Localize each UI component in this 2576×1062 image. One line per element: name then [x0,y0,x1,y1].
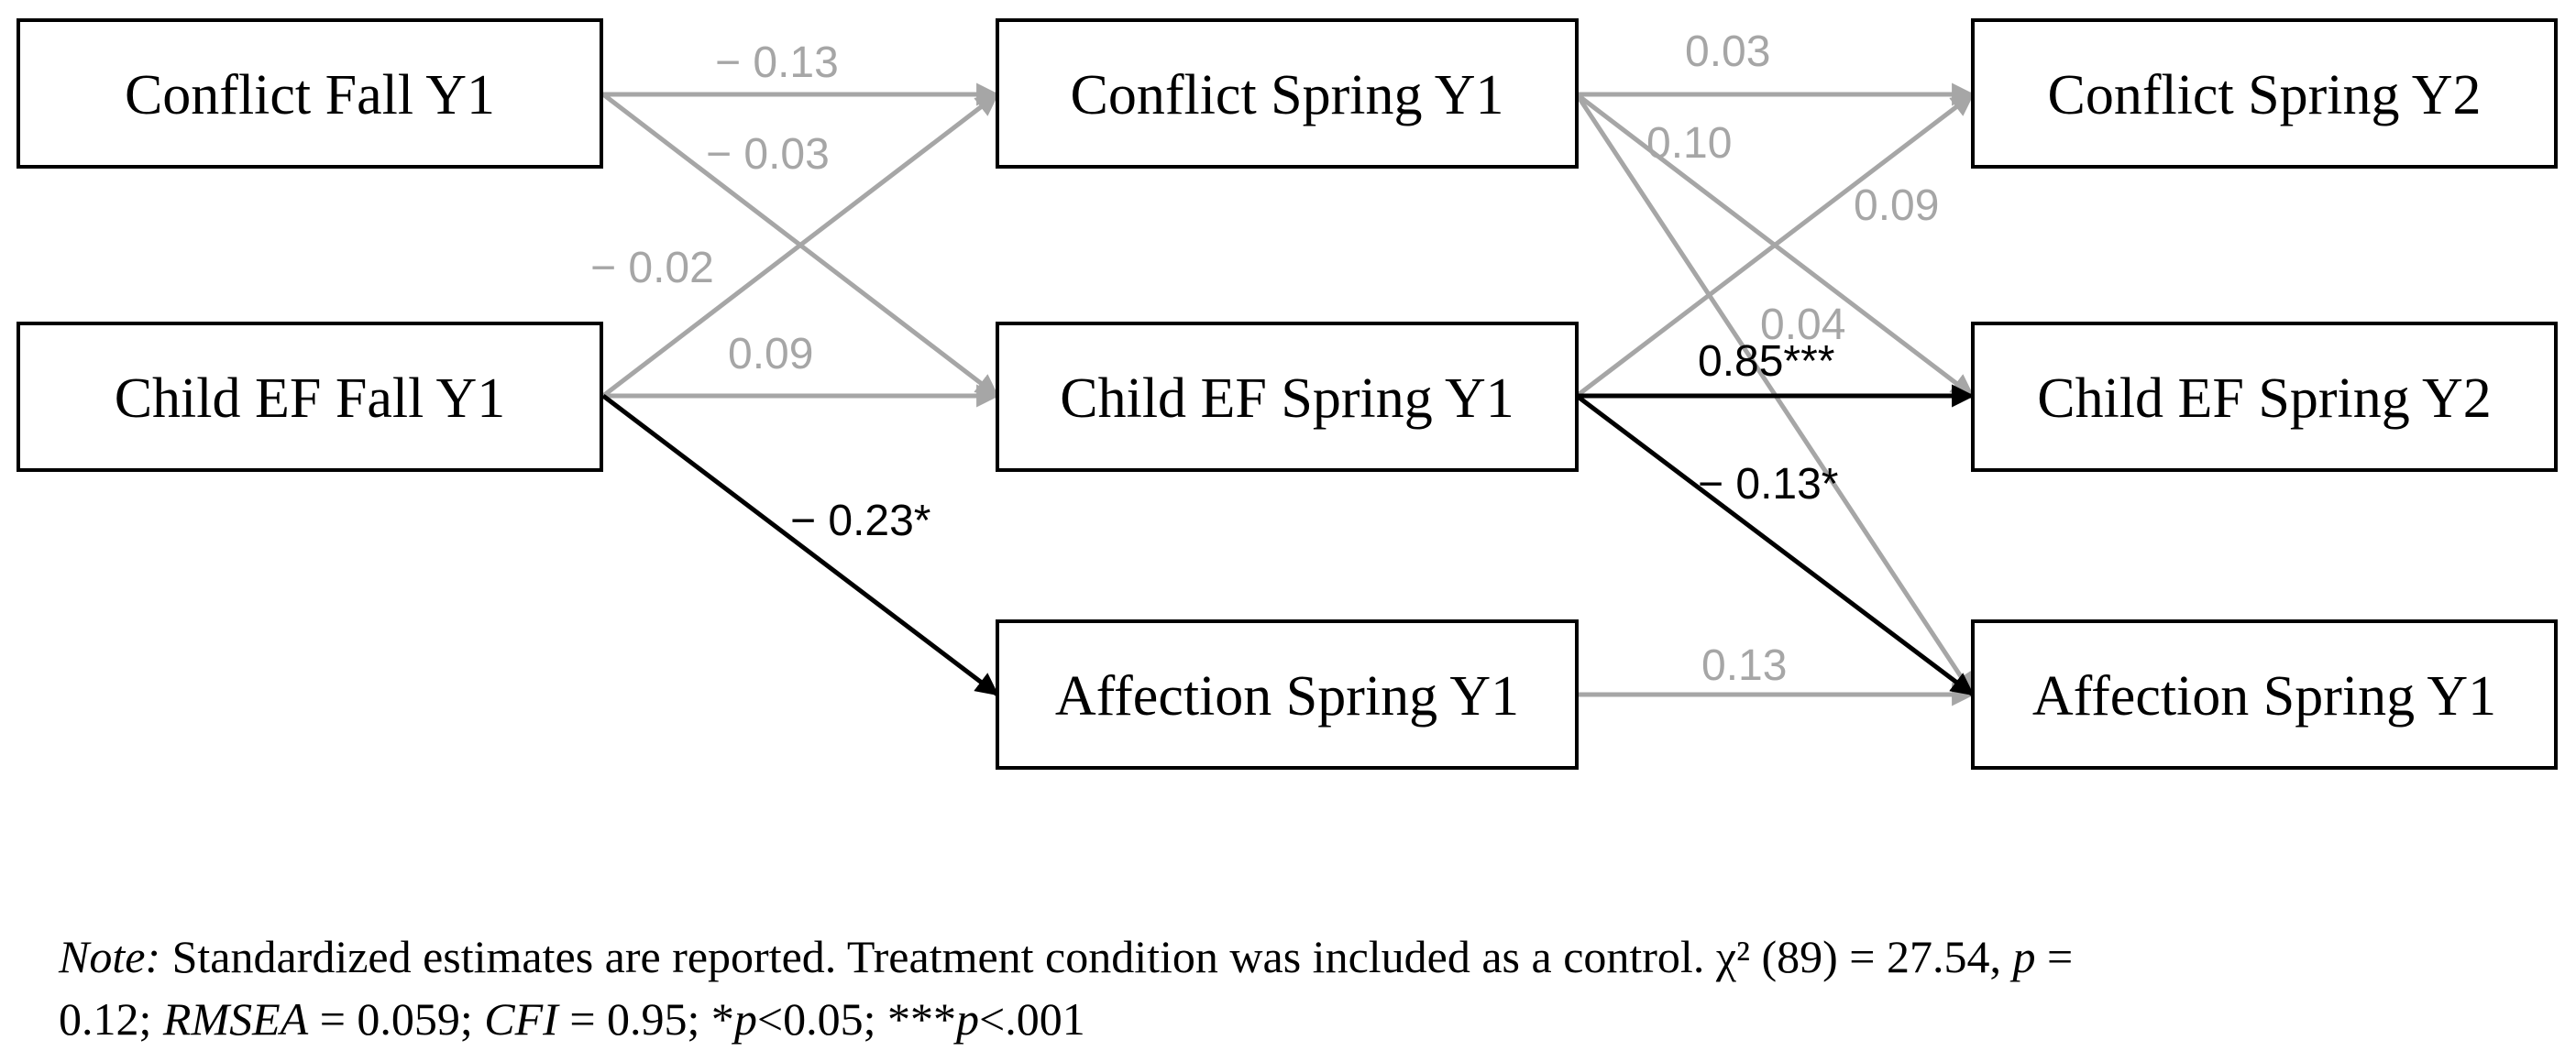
node-child-ef-spring-y1: Child EF Spring Y1 [996,322,1579,472]
note-text-2d: <0.05; *** [756,993,957,1045]
node-label: Child EF Spring Y1 [1060,367,1514,430]
node-label: Child EF Spring Y2 [2037,367,2492,430]
coef-conflict-spring-to-child-ef-spring-y2: 0.10 [1646,119,1732,168]
coef-child-ef-spring-to-conflict-spring-y2: 0.09 [1854,181,1939,230]
node-label: Conflict Spring Y2 [2047,64,2481,126]
edge-child-ef-fall-to-affection-spring-y1 [601,394,999,696]
note-cfi: CFI [484,993,558,1045]
node-label: Conflict Fall Y1 [125,64,495,126]
figure-note: Note: Standardized estimates are reporte… [59,925,2515,1050]
node-label: Child EF Fall Y1 [115,367,506,430]
note-text-2e: <.001 [979,993,1085,1045]
coef-conflict-fall-to-child-ef-spring: − 0.03 [706,130,830,179]
path-diagram: Conflict Fall Y1 Child EF Fall Y1 Confli… [17,18,2558,770]
edge-child-ef-spring-y1-to-affection-outcome [1575,394,1975,696]
coef-child-ef-spring-to-child-ef-spring-y2: 0.85*** [1698,337,1834,386]
node-conflict-spring-y2: Conflict Spring Y2 [1971,18,2558,169]
node-label: Affection Spring Y1 [2032,665,2496,728]
note-text-1a: Standardized estimates are reported. Tre… [160,931,2013,982]
note-text-1b: = [2035,931,2074,982]
note-line-2: 0.12; RMSEA = 0.059; CFI = 0.95; *p<0.05… [59,988,2515,1050]
edge-child-ef-fall-to-conflict-spring-y1 [601,93,999,398]
node-conflict-fall-y1: Conflict Fall Y1 [17,18,603,169]
coef-child-ef-spring-to-affection-outcome: − 0.13* [1698,460,1838,509]
coef-conflict-spring-to-affection-outcome: 0.04 [1760,301,1845,349]
node-label: Affection Spring Y1 [1055,665,1519,728]
edge-child-ef-spring-y1-to-conflict-spring-y2 [1575,93,1975,398]
node-child-ef-fall-y1: Child EF Fall Y1 [17,322,603,472]
note-text-2b: = 0.059; [308,993,485,1045]
node-label: Conflict Spring Y1 [1070,64,1503,126]
coef-child-ef-fall-to-child-ef-spring: 0.09 [728,330,813,378]
coef-child-ef-fall-to-conflict-spring: − 0.02 [590,244,714,292]
edge-labels: − 0.13 − 0.03 − 0.02 0.09 − 0.23* 0.03 0… [590,27,1939,690]
note-p-1: p [733,993,757,1045]
note-line-1: Note: Standardized estimates are reporte… [59,925,2515,988]
node-child-ef-spring-y2: Child EF Spring Y2 [1971,322,2558,472]
node-affection-spring-y1: Affection Spring Y1 [996,619,1579,770]
note-lead: Note: [59,931,161,982]
note-p-symbol: p [2012,931,2036,982]
coef-conflict-fall-to-conflict-spring: − 0.13 [715,38,839,87]
note-text-2c: = 0.95; * [557,993,734,1045]
note-rmsea: RMSEA [162,993,309,1045]
coef-affection-spring-to-affection-outcome: 0.13 [1701,641,1787,690]
node-conflict-spring-y1: Conflict Spring Y1 [996,18,1579,169]
note-text-2a: 0.12; [59,993,163,1045]
edges [601,82,1976,706]
coef-conflict-spring-to-conflict-spring-y2: 0.03 [1685,27,1770,76]
nodes: Conflict Fall Y1 Child EF Fall Y1 Confli… [17,18,2558,770]
node-affection-spring-y1-outcome: Affection Spring Y1 [1971,619,2558,770]
note-p-2: p [956,993,980,1045]
coef-child-ef-fall-to-affection-spring: − 0.23* [790,497,930,545]
